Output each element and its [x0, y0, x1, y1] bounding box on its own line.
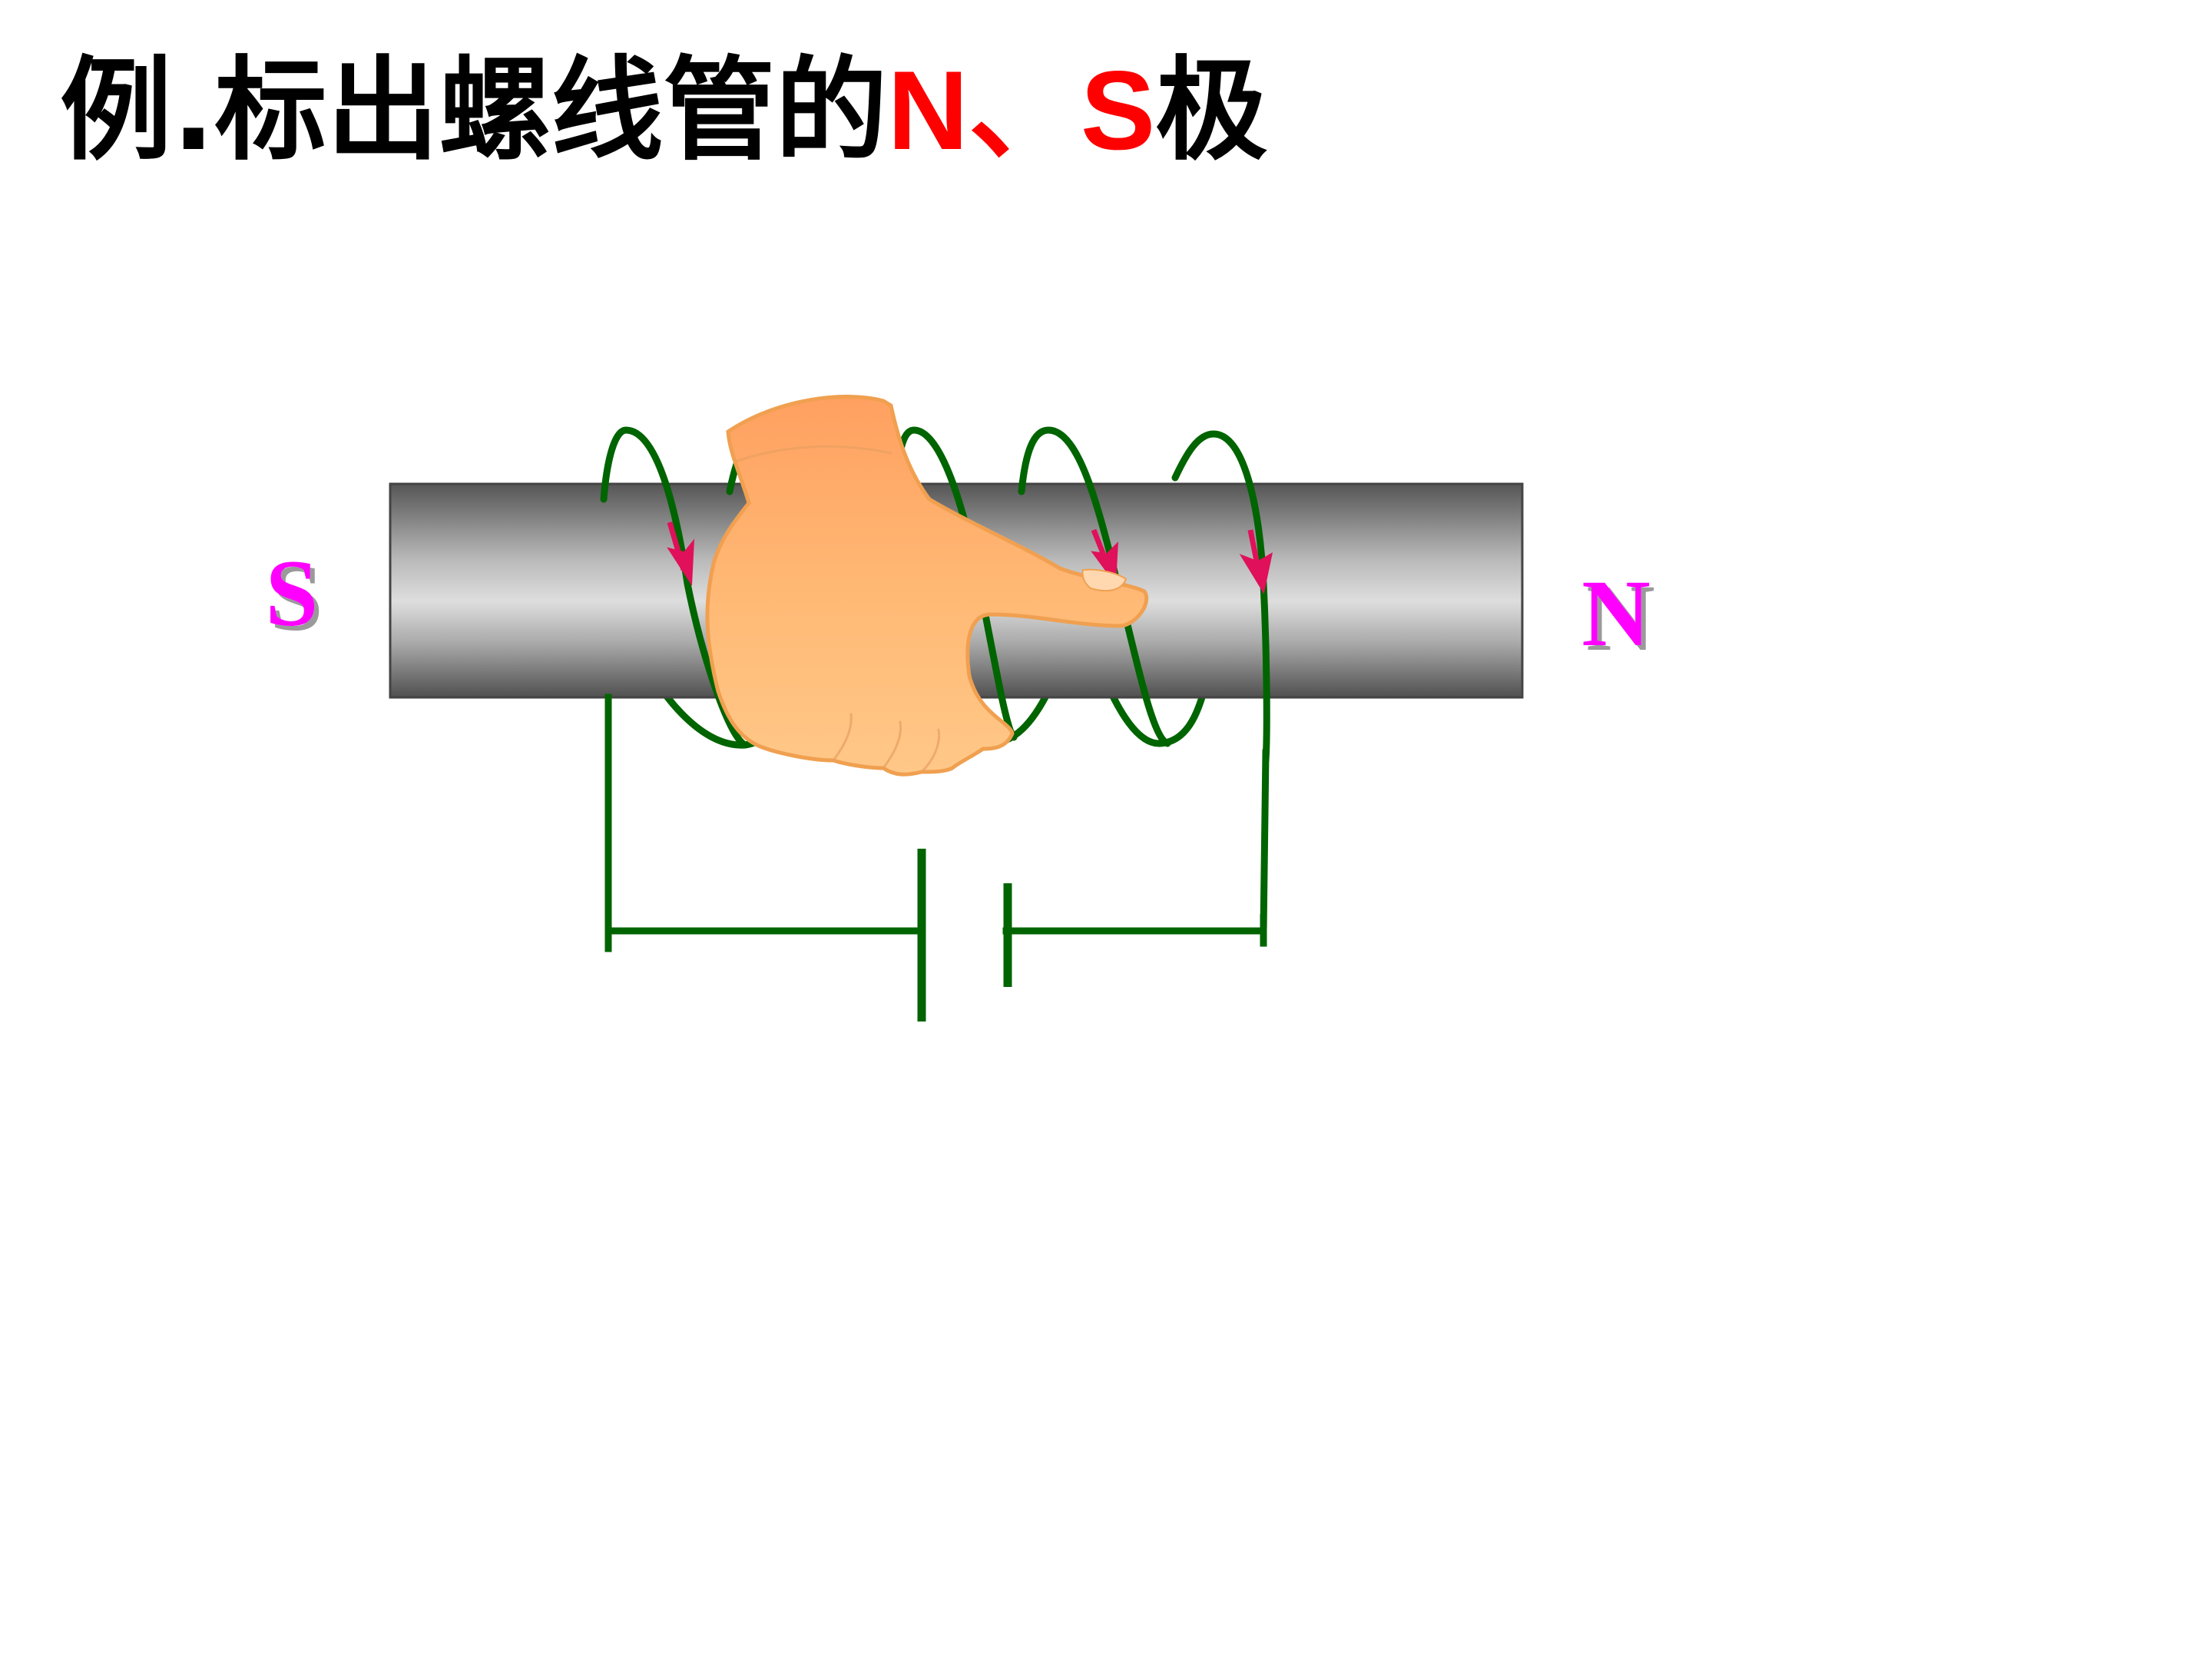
slide-title: 例.标出螺线管的N、S极 [60, 46, 1267, 176]
current-arrows [667, 522, 1273, 594]
circuit-wires [604, 694, 1270, 952]
right-pole-label: N [1581, 561, 1651, 666]
title-s: S [1080, 48, 1156, 173]
current-direction-arrow-icon-1 [667, 522, 695, 587]
thumbnail [1081, 568, 1128, 592]
current-direction-arrow-icon-3 [1239, 529, 1273, 594]
knuckle-crease-3 [920, 728, 941, 773]
hand-wrist-line [736, 445, 892, 462]
coil-turn-4 [1018, 426, 1171, 747]
title-suffix: 极 [1155, 45, 1268, 176]
right-lead-wire [1002, 749, 1270, 935]
hand-palm [705, 394, 1149, 777]
knuckle-crease-1 [832, 713, 853, 762]
battery-symbol-icon [917, 849, 1012, 1022]
coil-turn-3 [891, 426, 1018, 741]
title-separator: 、 [968, 48, 1081, 173]
current-direction-arrow-icon-2 [1091, 528, 1118, 585]
left-pole-label: S [266, 541, 319, 646]
title-n: N [887, 48, 969, 173]
title-prefix: 例.标出螺线管的 [60, 45, 888, 176]
coil-turn-5 [1171, 430, 1270, 764]
knuckle-crease-2 [882, 720, 902, 770]
right-hand-grip-icon [705, 394, 1149, 777]
